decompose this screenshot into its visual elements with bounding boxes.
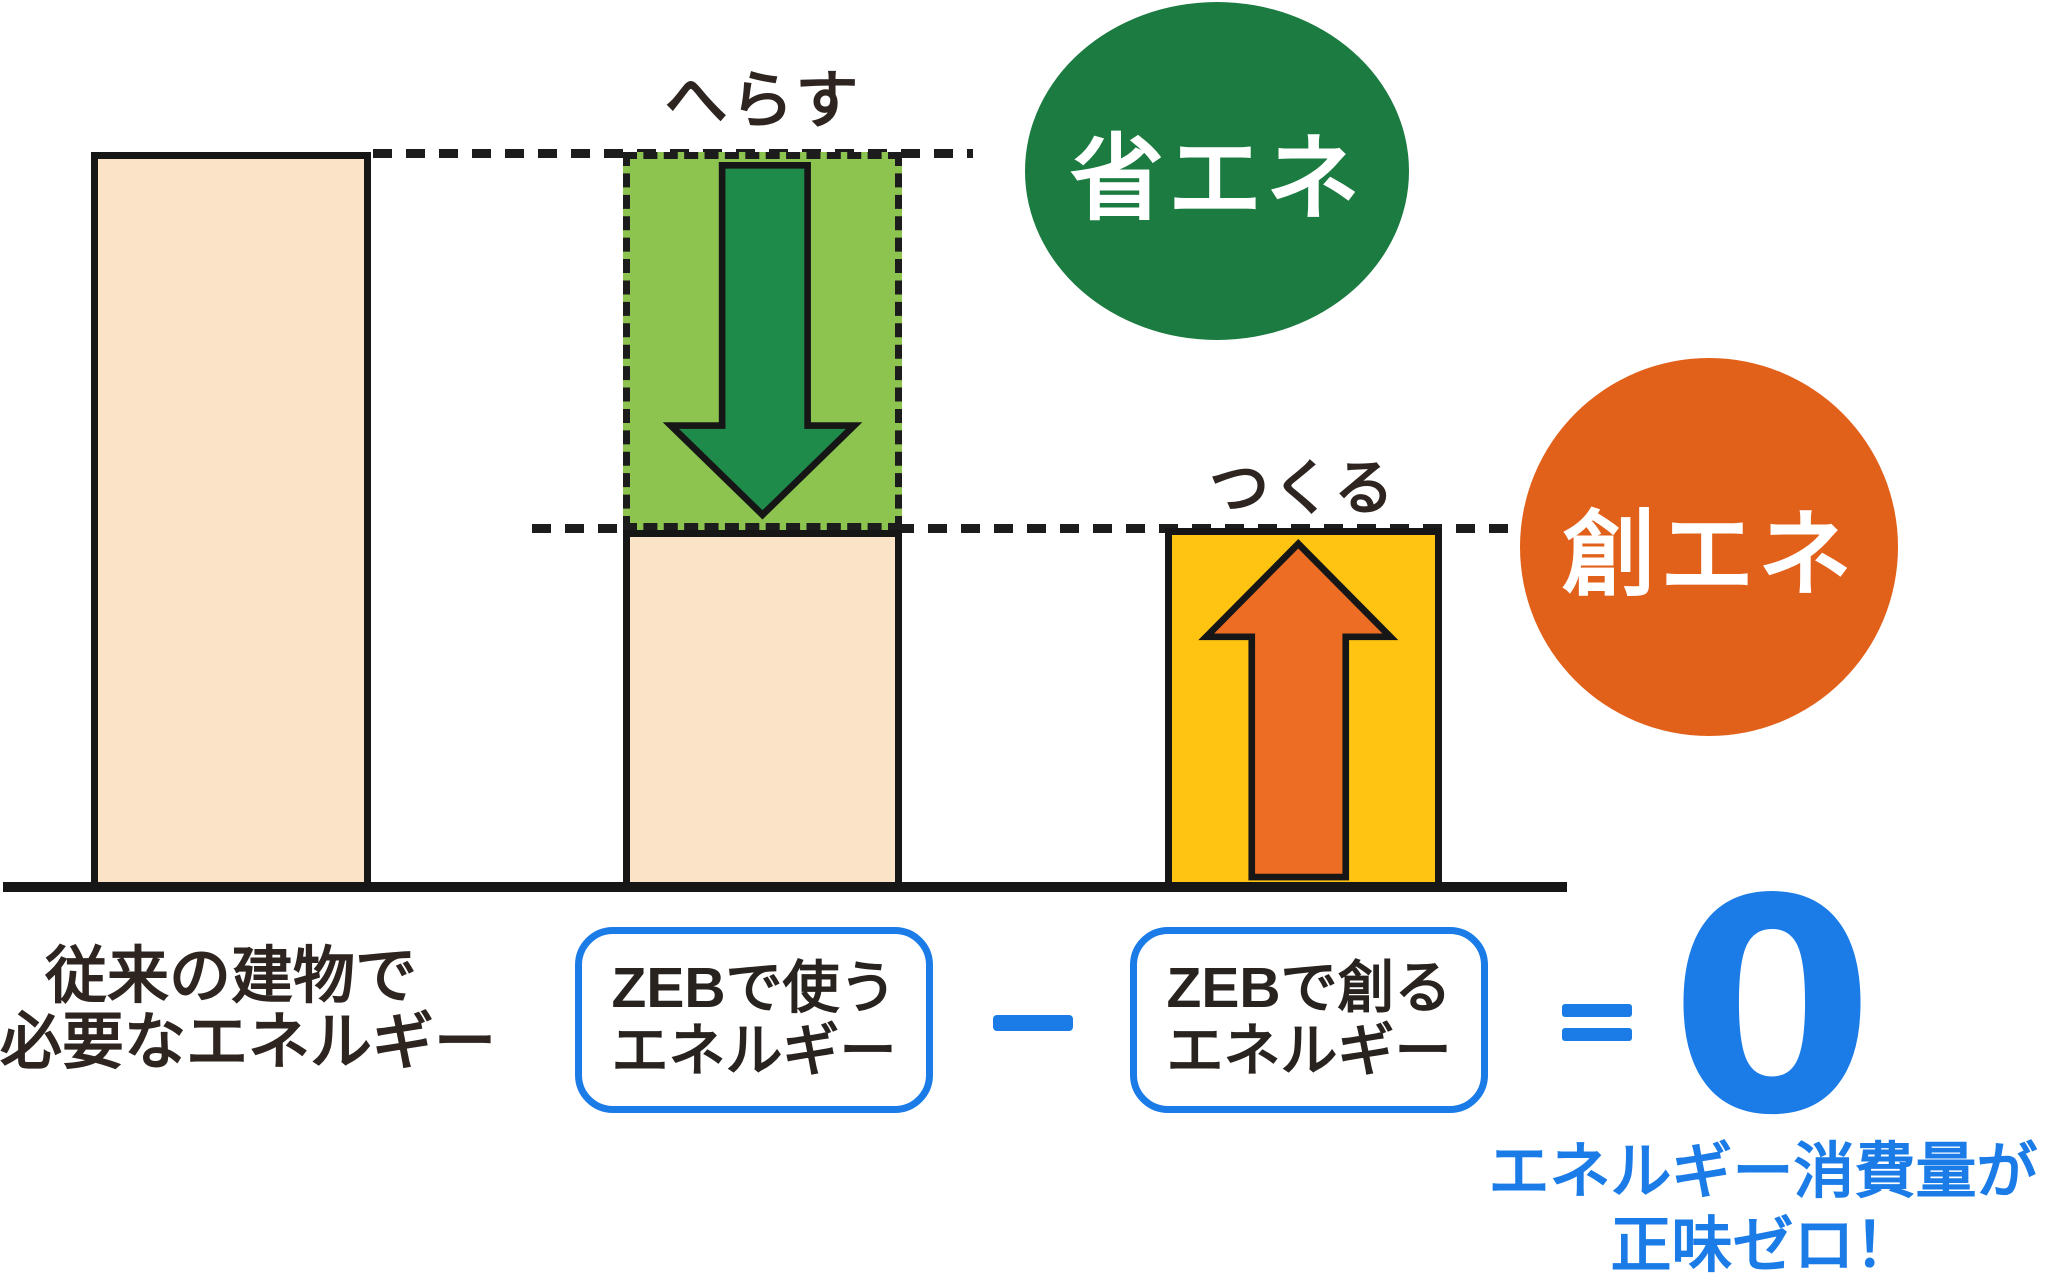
- energy-saving-badge-label: 省エネ: [1069, 126, 1364, 231]
- zeb-create-label-line1: ZEBで創る: [1166, 956, 1452, 1020]
- bar-zeb-use-energy: [623, 530, 902, 889]
- zeb-create-label-line2: エネルギー: [1166, 1019, 1452, 1083]
- zeb-use-label-line2: エネルギー: [611, 1019, 897, 1083]
- reduce-down-arrow-icon: [662, 161, 863, 520]
- conventional-bar-label: 従来の建物で 必要なエネルギー: [0, 942, 497, 1077]
- bar-conventional-energy: [91, 152, 371, 889]
- zeb-use-label-box: ZEBで使う エネルギー: [575, 927, 933, 1113]
- result-caption: エネルギー消費量が 正味ゼロ！: [1478, 1134, 2048, 1282]
- zeb-create-label-box: ZEBで創る エネルギー: [1130, 927, 1488, 1113]
- zero-value: 0: [1669, 835, 1875, 1180]
- equals-sign: [1562, 1004, 1632, 1042]
- result-caption-line1: エネルギー消費量が: [1488, 1137, 2038, 1205]
- conventional-bar-label-line2: 必要なエネルギー: [0, 1008, 497, 1077]
- zeb-use-label-line1: ZEBで使う: [611, 956, 897, 1020]
- energy-creation-badge: 創エネ: [1520, 358, 1898, 736]
- baseline: [3, 882, 1567, 892]
- bar-zeb-create-energy: [1165, 528, 1442, 889]
- saved-energy-region: [623, 152, 902, 530]
- result-caption-line2: 正味ゼロ！: [1610, 1211, 1916, 1279]
- create-annotation: つくる: [1209, 455, 1397, 522]
- create-up-arrow-icon: [1198, 539, 1399, 881]
- energy-saving-badge: 省エネ: [1025, 2, 1409, 340]
- reference-dotted-line-mid: [532, 524, 1517, 533]
- reduce-annotation: へらす: [664, 66, 862, 136]
- minus-sign: [993, 1015, 1073, 1031]
- energy-creation-badge-label: 創エネ: [1561, 502, 1856, 607]
- conventional-bar-label-line1: 従来の建物で: [44, 942, 417, 1011]
